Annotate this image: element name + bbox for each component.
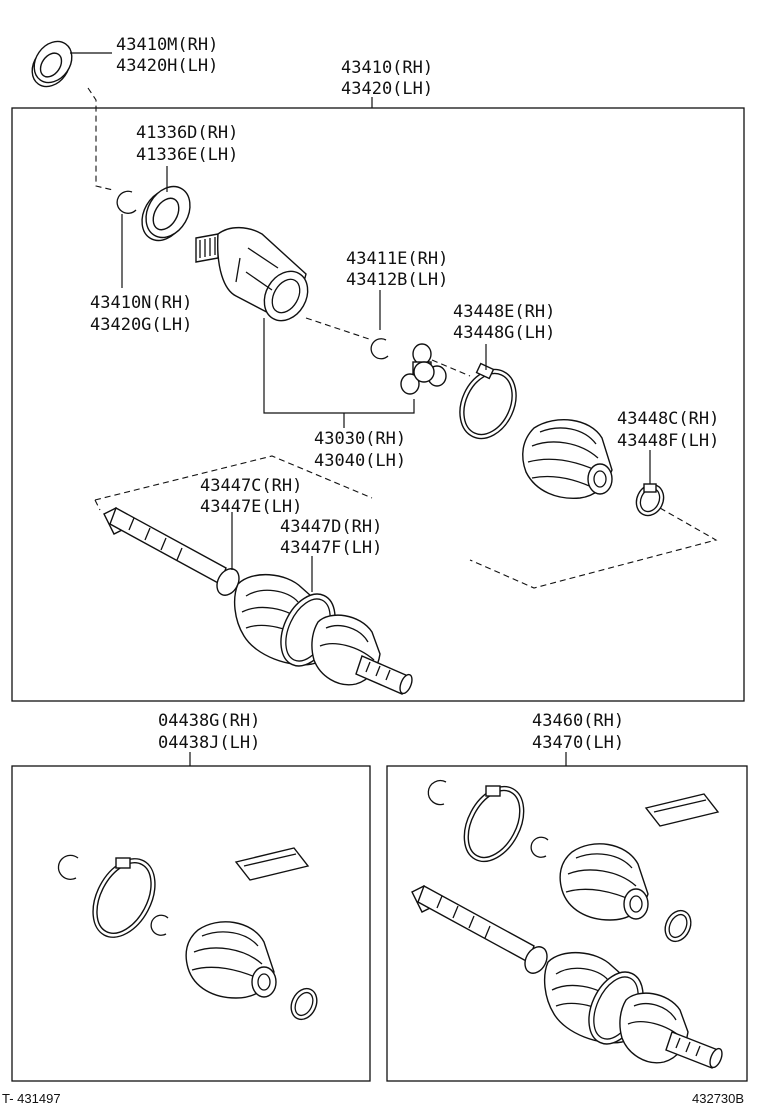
- oil-seal-label-lh: 43420H(LH): [116, 56, 218, 76]
- inboard-joint-housing-part[interactable]: [195, 226, 316, 329]
- snap-ring-tripod-label-rh: 43411E(RH): [346, 249, 448, 269]
- main-assembly-label-lh: 43420(LH): [341, 79, 433, 99]
- boot-clamp-small-label-lh: 43448F(LH): [617, 431, 719, 451]
- outboard-shaft-assembly-part[interactable]: [103, 506, 414, 695]
- outboard-shaft-frame: [386, 765, 748, 1082]
- tripod-part[interactable]: [400, 343, 447, 395]
- boot-clamp-small-label-rh: 43448C(RH): [617, 409, 719, 429]
- main-assembly-frame: [11, 107, 745, 702]
- snap-ring-tripod-label-lh: 43412B(LH): [346, 270, 448, 290]
- boot-kit-label-rh: 04438G(RH): [158, 711, 260, 731]
- kit-boot-part[interactable]: [185, 921, 277, 999]
- boot-kit-frame: [11, 765, 371, 1082]
- ob-shaft-part[interactable]: [411, 884, 724, 1069]
- snap-ring-tripod-part[interactable]: [370, 338, 389, 360]
- kit-clamp-small-part[interactable]: [286, 984, 321, 1023]
- main-assembly-label-rh: 43410(RH): [341, 58, 433, 78]
- oil-seal-part[interactable]: [24, 34, 79, 94]
- kit-snap-ring-part[interactable]: [57, 854, 79, 880]
- ob-clamp-small-part[interactable]: [660, 906, 695, 945]
- ob-boot-part[interactable]: [559, 843, 649, 921]
- ob-snap-ring-small-part[interactable]: [530, 836, 549, 858]
- bearing-part[interactable]: [133, 179, 199, 249]
- outboard-clamp-small-label-lh: 43447E(LH): [200, 497, 302, 517]
- kit-grease-pack-part[interactable]: [234, 847, 310, 881]
- oil-seal-label-rh: 43410M(RH): [116, 35, 218, 55]
- boot-clamp-large-label-rh: 43448E(RH): [453, 302, 555, 322]
- bearing-label-lh: 41336E(LH): [136, 145, 238, 165]
- snap-ring-outer-label-rh: 43410N(RH): [90, 293, 192, 313]
- ob-snap-ring-part[interactable]: [427, 779, 447, 806]
- footer-right-code: 432730B: [692, 1091, 744, 1106]
- snap-ring-outer-label-lh: 43420G(LH): [90, 315, 192, 335]
- kit-clamp-large-part[interactable]: [80, 848, 167, 948]
- ob-clamp-large-part[interactable]: [452, 776, 535, 871]
- outboard-clamp-large-label-rh: 43447D(RH): [280, 517, 382, 537]
- boot-clamp-large-label-lh: 43448G(LH): [453, 323, 555, 343]
- inboard-boot-part[interactable]: [522, 419, 613, 499]
- outboard-clamp-large-label-lh: 43447F(LH): [280, 538, 382, 558]
- outboard-shaft-label-lh: 43470(LH): [532, 733, 624, 753]
- ob-grease-pack-part[interactable]: [644, 793, 720, 827]
- boot-clamp-small-part[interactable]: [631, 480, 668, 520]
- bearing-label-rh: 41336D(RH): [136, 123, 238, 143]
- inboard-joint-label-rh: 43030(RH): [314, 429, 406, 449]
- outboard-clamp-small-label-rh: 43447C(RH): [200, 476, 302, 496]
- boot-clamp-large-part[interactable]: [449, 360, 527, 447]
- outboard-shaft-label-rh: 43460(RH): [532, 711, 624, 731]
- kit-snap-ring-small-part[interactable]: [150, 914, 169, 936]
- snap-ring-outer-part[interactable]: [116, 190, 137, 214]
- footer-left-code: T- 431497: [2, 1091, 61, 1106]
- inboard-joint-label-lh: 43040(LH): [314, 451, 406, 471]
- boot-kit-label-lh: 04438J(LH): [158, 733, 260, 753]
